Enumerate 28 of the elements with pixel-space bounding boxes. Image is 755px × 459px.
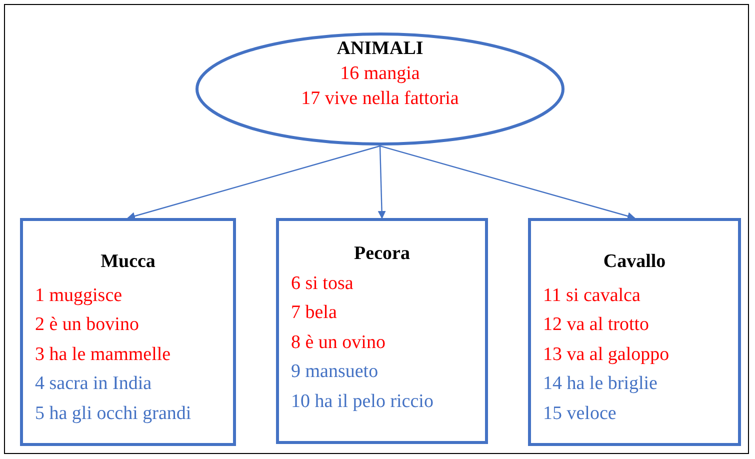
list-item: 2 è un bovino: [35, 313, 139, 337]
ellipse-node: [195, 32, 565, 146]
list-item: 17 vive nella fattoria: [301, 87, 459, 111]
arrow: [127, 145, 380, 220]
list-item: 9 mansueto: [291, 360, 378, 384]
list-item: 8 è un ovino: [291, 330, 386, 354]
list-item: 11 si cavalca: [543, 284, 640, 308]
list-item: 4 sacra in India: [35, 372, 152, 396]
list-item: 5 ha gli occhi grandi: [35, 402, 192, 426]
category-box: [20, 218, 236, 446]
node-title: Mucca: [100, 250, 156, 274]
list-item: 16 mangia: [340, 62, 420, 86]
list-item: 14 ha le briglie: [543, 372, 658, 396]
list-item: 7 bela: [291, 301, 337, 325]
list-item: 6 si tosa: [291, 272, 354, 296]
list-item: 3 ha le mammelle: [35, 342, 171, 366]
node-title: ANIMALI: [336, 37, 424, 61]
arrow: [378, 146, 386, 219]
list-item: 13 va al galoppo: [543, 342, 670, 366]
list-item: 10 ha il pelo riccio: [291, 390, 434, 414]
node-title: Cavallo: [603, 250, 666, 274]
list-item: 15 veloce: [543, 402, 616, 426]
node-title: Pecora: [354, 242, 410, 266]
category-box: [276, 218, 488, 444]
list-item: 12 va al trotto: [543, 313, 650, 337]
arrow: [380, 145, 636, 220]
list-item: 1 muggisce: [35, 284, 122, 308]
category-box: [528, 218, 741, 446]
